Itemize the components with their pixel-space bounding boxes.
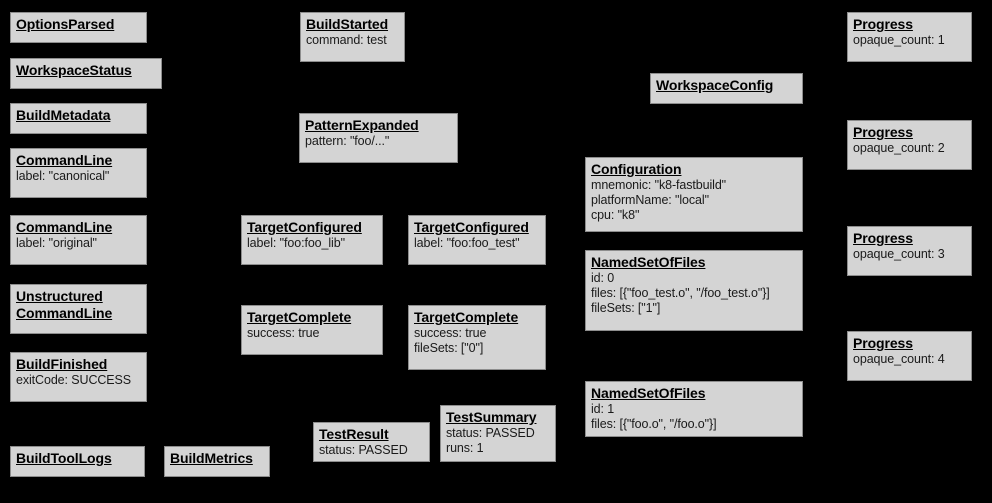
event-node-title: BuildMetadata	[16, 107, 111, 123]
event-node-title: CommandLine	[16, 152, 113, 168]
event-node[interactable]: Unstructured CommandLine	[10, 284, 147, 334]
event-node-fields: id: 1 files: [{"foo.o", "/foo.o"}]	[591, 402, 717, 431]
event-node-fields: label: "canonical"	[16, 169, 110, 183]
event-node-fields: status: PASSED	[319, 443, 408, 457]
event-node-title: CommandLine	[16, 219, 113, 235]
event-node[interactable]: BuildMetrics	[164, 446, 270, 477]
event-node-title: TargetComplete	[247, 309, 352, 325]
event-node[interactable]: BuildToolLogs	[10, 446, 145, 477]
event-node-fields: opaque_count: 3	[853, 247, 945, 261]
event-node-title: TargetConfigured	[247, 219, 362, 235]
event-node-fields: id: 0 files: [{"foo_test.o", "/foo_test.…	[591, 271, 770, 315]
event-node-fields: exitCode: SUCCESS	[16, 373, 132, 387]
event-node-title: Unstructured CommandLine	[16, 288, 113, 321]
event-node-title: WorkspaceConfig	[656, 77, 774, 93]
event-node-title: BuildStarted	[306, 16, 389, 32]
event-node-title: TestSummary	[446, 409, 537, 425]
event-node-title: WorkspaceStatus	[16, 62, 132, 78]
event-node-title: NamedSetOfFiles	[591, 254, 706, 270]
event-node[interactable]: WorkspaceConfig	[650, 73, 803, 104]
event-node-fields: mnemonic: "k8-fastbuild" platformName: "…	[591, 178, 727, 222]
event-node-fields: status: PASSED runs: 1	[446, 426, 535, 455]
event-node-title: TargetComplete	[414, 309, 519, 325]
event-node-title: TestResult	[319, 426, 389, 442]
event-node-title: BuildToolLogs	[16, 450, 112, 466]
event-node[interactable]: BuildMetadata	[10, 103, 147, 134]
event-node-fields: command: test	[306, 33, 387, 47]
event-node-title: Progress	[853, 335, 913, 351]
event-node-title: BuildFinished	[16, 356, 108, 372]
event-node-title: PatternExpanded	[305, 117, 419, 133]
event-node[interactable]: WorkspaceStatus	[10, 58, 162, 89]
event-node-title: Progress	[853, 230, 913, 246]
event-node-fields: success: true fileSets: ["0"]	[414, 326, 487, 355]
event-node-fields: opaque_count: 2	[853, 141, 945, 155]
event-node-fields: pattern: "foo/..."	[305, 134, 390, 148]
event-node-fields: opaque_count: 4	[853, 352, 945, 366]
event-node-fields: label: "original"	[16, 236, 97, 250]
event-node-title: Progress	[853, 124, 913, 140]
event-node-title: BuildMetrics	[170, 450, 253, 466]
event-node-title: OptionsParsed	[16, 16, 115, 32]
event-node-title: Progress	[853, 16, 913, 32]
event-node-title: Configuration	[591, 161, 682, 177]
event-node-fields: label: "foo:foo_lib"	[247, 236, 345, 250]
event-node-fields: label: "foo:foo_test"	[414, 236, 520, 250]
event-node-fields: opaque_count: 1	[853, 33, 945, 47]
event-node[interactable]: OptionsParsed	[10, 12, 147, 43]
event-node-fields: success: true	[247, 326, 320, 340]
event-node-title: NamedSetOfFiles	[591, 385, 706, 401]
event-node-title: TargetConfigured	[414, 219, 529, 235]
